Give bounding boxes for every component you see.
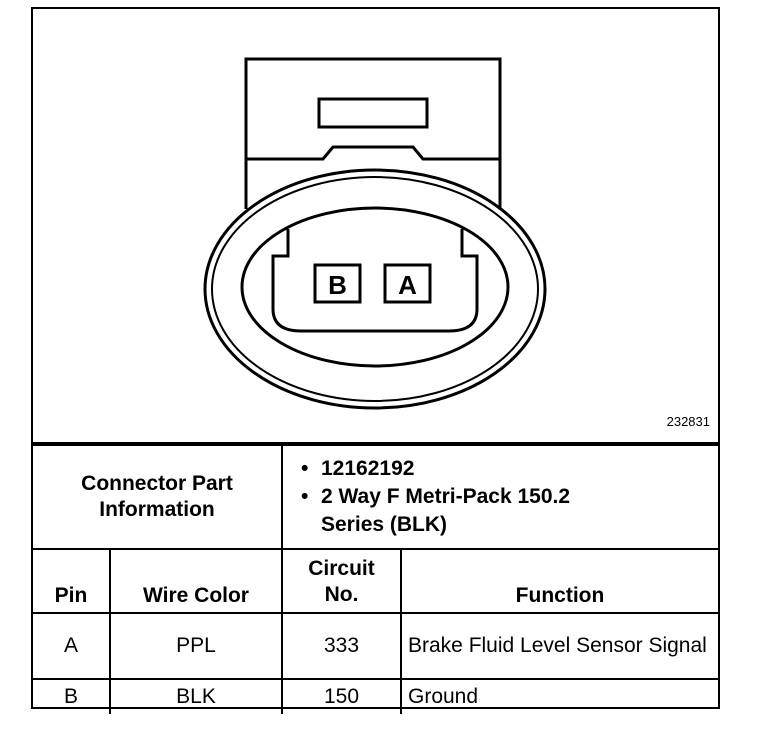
cavity-a — [383, 263, 432, 304]
connector-info-label-text: Connector Part Information — [81, 472, 233, 521]
cavity-b — [313, 263, 362, 304]
latch-slot — [317, 97, 429, 129]
header-circuit-text: Circuit No. — [308, 557, 375, 606]
connector-table: Connector Part Information 12162192 2 Wa… — [33, 444, 718, 714]
pin-cell: B — [33, 678, 111, 714]
header-wire-color: Wire Color — [109, 548, 283, 614]
wire-color-cell: PPL — [109, 612, 283, 680]
table-row: A PPL 333 Brake Fluid Level Sensor Signa… — [33, 612, 718, 680]
cavity-a-label: A — [398, 270, 417, 300]
connector-inner-shell — [240, 206, 510, 368]
header-pin: Pin — [33, 548, 111, 614]
circuit-cell: 333 — [281, 612, 402, 680]
connector-diagram: B A 232831 — [33, 9, 718, 444]
connector-description: 2 Way F Metri-Pack 150.2 Series (BLK) — [301, 483, 571, 539]
connector-info-values: 12162192 2 Way F Metri-Pack 150.2 Series… — [281, 444, 718, 550]
connector-info-row: Connector Part Information 12162192 2 Wa… — [33, 444, 718, 550]
connector-sheet: B A 232831 Connector Part Information 12… — [31, 7, 720, 714]
function-cell: Brake Fluid Level Sensor Signal — [400, 612, 718, 680]
figure-number: 232831 — [666, 414, 710, 429]
connector-outer-shell — [203, 168, 547, 410]
connector-info-label: Connector Part Information — [33, 444, 283, 550]
wire-color-cell: BLK — [109, 678, 283, 714]
cavity-b-label: B — [328, 270, 347, 300]
terminal-pocket — [271, 229, 479, 333]
function-cell: Ground — [400, 678, 718, 714]
header-circuit: Circuit No. — [281, 548, 402, 614]
pin-cell: A — [33, 612, 111, 680]
connector-drawing: B A — [203, 57, 547, 410]
table-row: B BLK 150 Ground — [33, 678, 718, 714]
header-function: Function — [400, 548, 718, 614]
table-header-row: Pin Wire Color Circuit No. Function — [33, 548, 718, 614]
circuit-cell: 150 — [281, 678, 402, 714]
part-number: 12162192 — [301, 455, 712, 483]
